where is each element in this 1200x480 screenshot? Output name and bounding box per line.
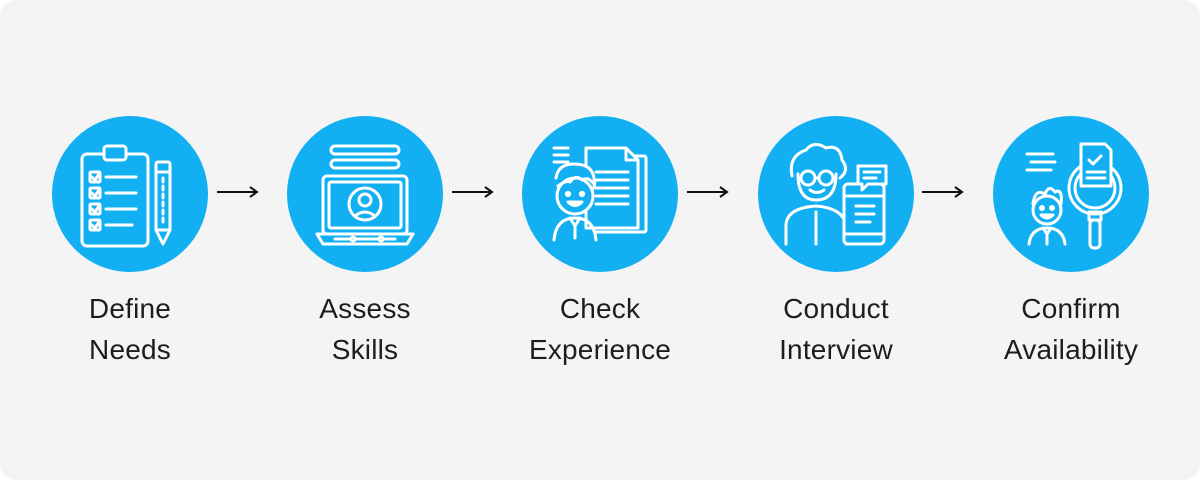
magnifier-document-person-icon — [1025, 142, 1123, 250]
arrow-right-icon — [217, 186, 259, 198]
step-label-line2: Skills — [331, 334, 399, 365]
step-circle — [522, 116, 678, 272]
arrow-right-icon — [687, 186, 729, 198]
step-label-line2: Needs — [89, 334, 171, 365]
step-circle — [287, 116, 443, 272]
step-circle — [993, 116, 1149, 272]
step-label: Check Experience — [490, 288, 710, 370]
step-label-line1: Confirm — [1021, 293, 1121, 324]
step-label-line2: Interview — [779, 334, 893, 365]
step-label-line1: Conduct — [783, 293, 889, 324]
step-label-line1: Check — [559, 293, 641, 324]
clipboard-checklist-icon — [80, 144, 172, 248]
step-label-line2: Experience — [528, 334, 672, 365]
arrow-right-icon — [922, 186, 964, 198]
arrow-right-icon — [452, 186, 494, 198]
laptop-profile-icon — [315, 144, 415, 246]
step-circle — [758, 116, 914, 272]
interview-person-phone-icon — [784, 143, 888, 246]
step-label-line1: Assess — [319, 293, 411, 324]
step-label-line1: Define — [88, 293, 172, 324]
step-label: Confirm Availability — [961, 288, 1181, 370]
person-documents-icon — [552, 146, 648, 242]
step-label: Assess Skills — [255, 288, 475, 370]
step-label: Conduct Interview — [726, 288, 946, 370]
step-label-line2: Availability — [1003, 334, 1139, 365]
step-circle — [52, 116, 208, 272]
step-label: Define Needs — [20, 288, 240, 370]
